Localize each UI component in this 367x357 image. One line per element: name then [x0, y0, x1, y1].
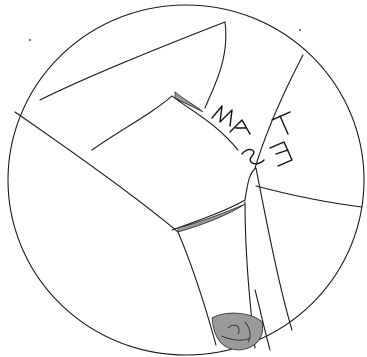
stipple-upper	[175, 92, 203, 112]
upper-band-line	[40, 22, 225, 100]
left-diagonal-line	[15, 112, 178, 232]
center-lower-right	[245, 168, 256, 200]
outer-circle	[8, 5, 364, 355]
center-upper-line	[92, 96, 172, 150]
right-upper-line	[255, 55, 303, 168]
right-lower-line	[256, 168, 292, 330]
stipple-middle	[178, 204, 245, 232]
center-right-edge	[172, 96, 238, 150]
stipple-bottom	[212, 313, 263, 350]
upper-right-line	[205, 22, 226, 108]
dot-mark-right	[299, 29, 301, 31]
handwritten-waste-label	[212, 106, 292, 166]
left-lower-line	[178, 232, 216, 345]
center-mid-line	[172, 200, 245, 230]
right-horizontal-line	[256, 186, 362, 207]
dot-mark-left	[29, 39, 31, 41]
